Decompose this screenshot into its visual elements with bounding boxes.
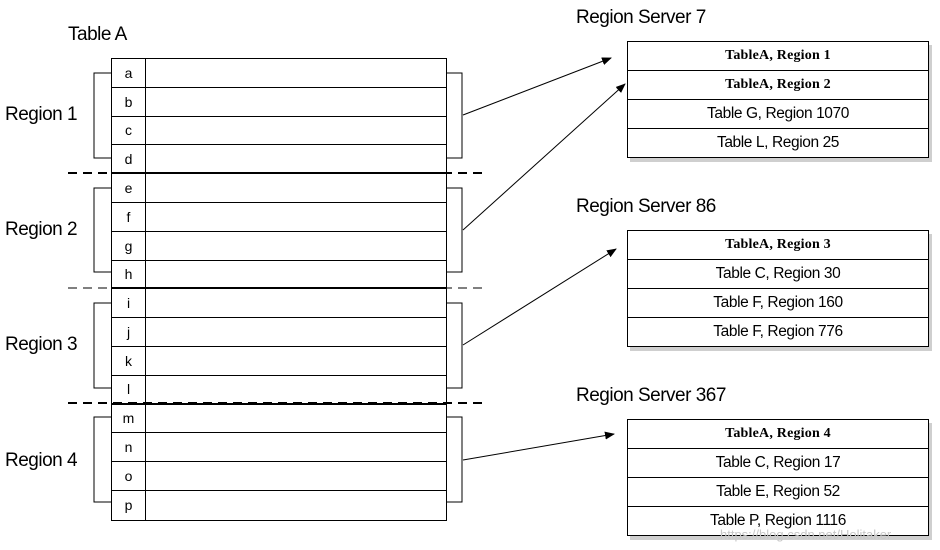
table-row: n bbox=[112, 433, 446, 463]
server-7-box: TableA, Region 1 TableA, Region 2 Table … bbox=[627, 41, 929, 158]
left-bracket-region-1 bbox=[93, 72, 111, 159]
row-key: d bbox=[112, 145, 146, 173]
server-86-title: Region Server 86 bbox=[576, 196, 716, 217]
server-row: Table G, Region 1070 bbox=[628, 100, 928, 129]
row-key: a bbox=[112, 59, 146, 87]
right-bracket-region-2 bbox=[446, 187, 463, 273]
table-row: m bbox=[112, 404, 446, 434]
server-row: TableA, Region 2 bbox=[628, 71, 928, 100]
server-row: Table F, Region 776 bbox=[713, 323, 843, 340]
left-bracket-region-2 bbox=[93, 187, 111, 273]
table-row: i bbox=[112, 289, 446, 319]
table-row: g bbox=[112, 231, 446, 261]
row-key: n bbox=[112, 433, 146, 462]
server-row: TableA, Region 4 bbox=[628, 420, 928, 449]
watermark: https://blog.csdn.net/Holitaker bbox=[720, 527, 892, 542]
arrow-region-3-to-server-86 bbox=[462, 248, 617, 346]
arrow-region-4-to-server-367 bbox=[462, 431, 615, 461]
region-3-label: Region 3 bbox=[5, 334, 78, 355]
row-key: m bbox=[112, 404, 146, 433]
server-367-title: Region Server 367 bbox=[576, 385, 726, 406]
row-key: k bbox=[112, 346, 146, 375]
table-row: o bbox=[112, 462, 446, 491]
region-1-label: Region 1 bbox=[5, 104, 78, 125]
server-7-title: Region Server 7 bbox=[576, 7, 706, 28]
right-bracket-region-3 bbox=[446, 302, 463, 389]
server-row: TableA, Region 1 bbox=[628, 42, 928, 71]
row-key: l bbox=[112, 375, 146, 403]
server-row: Table C, Region 30 bbox=[628, 260, 928, 289]
server-row: Table C, Region 17 bbox=[628, 449, 928, 478]
table-row: c bbox=[112, 116, 446, 146]
server-367-box: TableA, Region 4 Table C, Region 17 Tabl… bbox=[627, 419, 929, 536]
right-bracket-region-4 bbox=[446, 416, 463, 503]
right-bracket-region-1 bbox=[446, 72, 463, 159]
table-row: j bbox=[112, 318, 446, 347]
server-86-box: TableA, Region 3 Table C, Region 30 Tabl… bbox=[627, 230, 929, 347]
arrow-region-2-to-server-7 bbox=[462, 83, 626, 231]
server-row: Table F, Region 160 bbox=[628, 289, 928, 318]
table-row: p bbox=[112, 490, 446, 520]
server-row: Table E, Region 52 bbox=[628, 478, 928, 507]
row-key: p bbox=[112, 490, 146, 520]
row-key: f bbox=[112, 202, 146, 231]
row-key: h bbox=[112, 260, 146, 288]
region-2-label: Region 2 bbox=[5, 219, 78, 240]
table-row: b bbox=[112, 87, 446, 117]
server-row: Table L, Region 25 bbox=[716, 134, 840, 151]
server-row: TableA, Region 3 bbox=[628, 231, 928, 260]
row-key: b bbox=[112, 87, 146, 116]
arrow-region-1-to-server-7 bbox=[462, 57, 612, 116]
row-key: o bbox=[112, 462, 146, 490]
row-key: j bbox=[112, 318, 146, 346]
table-a-title: Table A bbox=[68, 24, 127, 45]
left-bracket-region-3 bbox=[93, 302, 111, 389]
row-key: i bbox=[112, 289, 146, 318]
table-row: k bbox=[112, 346, 446, 376]
row-key: g bbox=[112, 231, 146, 260]
left-bracket-region-4 bbox=[93, 416, 111, 503]
table-row: a bbox=[112, 59, 446, 88]
table-row: e bbox=[112, 174, 446, 203]
table-row: f bbox=[112, 202, 446, 232]
region-4-label: Region 4 bbox=[5, 450, 78, 471]
row-key: c bbox=[112, 116, 146, 145]
server-row: Table P, Region 1116 bbox=[710, 512, 846, 529]
row-key: e bbox=[112, 174, 146, 202]
